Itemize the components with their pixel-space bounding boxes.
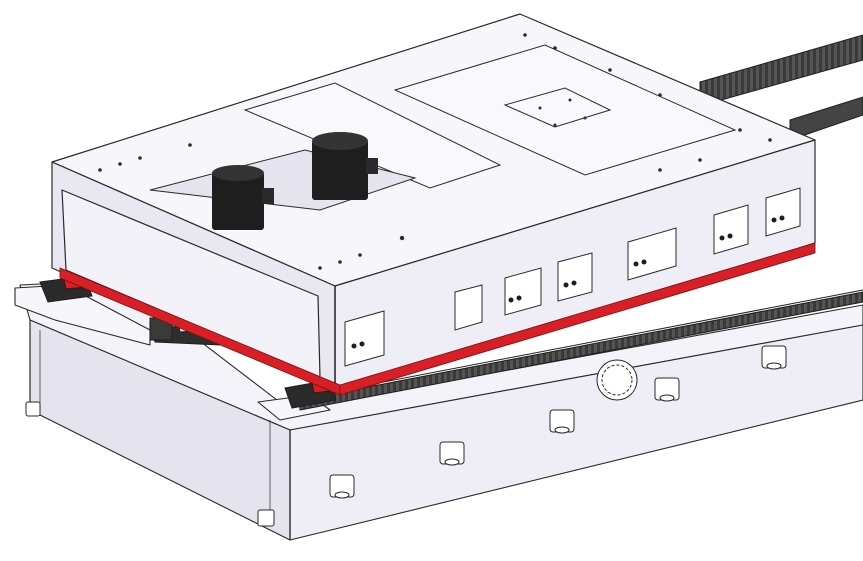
bolt-hole xyxy=(444,458,460,466)
top-holes xyxy=(98,33,772,270)
base-foot xyxy=(257,509,275,527)
inspection-port-inner xyxy=(601,364,633,396)
access-windows xyxy=(344,187,801,367)
access-window xyxy=(765,187,801,237)
access-window xyxy=(454,284,483,331)
servo-motor-left xyxy=(212,165,274,230)
base-foot xyxy=(25,401,41,417)
access-window xyxy=(344,310,385,367)
servo-motor-icon xyxy=(212,172,264,230)
window-bolts xyxy=(351,215,785,349)
servo-motor-right xyxy=(312,132,378,200)
base-mount-pockets xyxy=(25,345,787,527)
bolt-hole xyxy=(766,362,782,370)
access-window xyxy=(627,227,677,281)
bolt-hole xyxy=(554,426,570,434)
access-window xyxy=(504,267,542,316)
servo-motor-icon xyxy=(312,140,368,200)
access-window xyxy=(557,252,593,302)
access-window xyxy=(713,204,749,255)
bolt-hole xyxy=(334,491,350,499)
bolt-hole xyxy=(659,394,675,402)
red-seal-strip xyxy=(59,242,816,396)
